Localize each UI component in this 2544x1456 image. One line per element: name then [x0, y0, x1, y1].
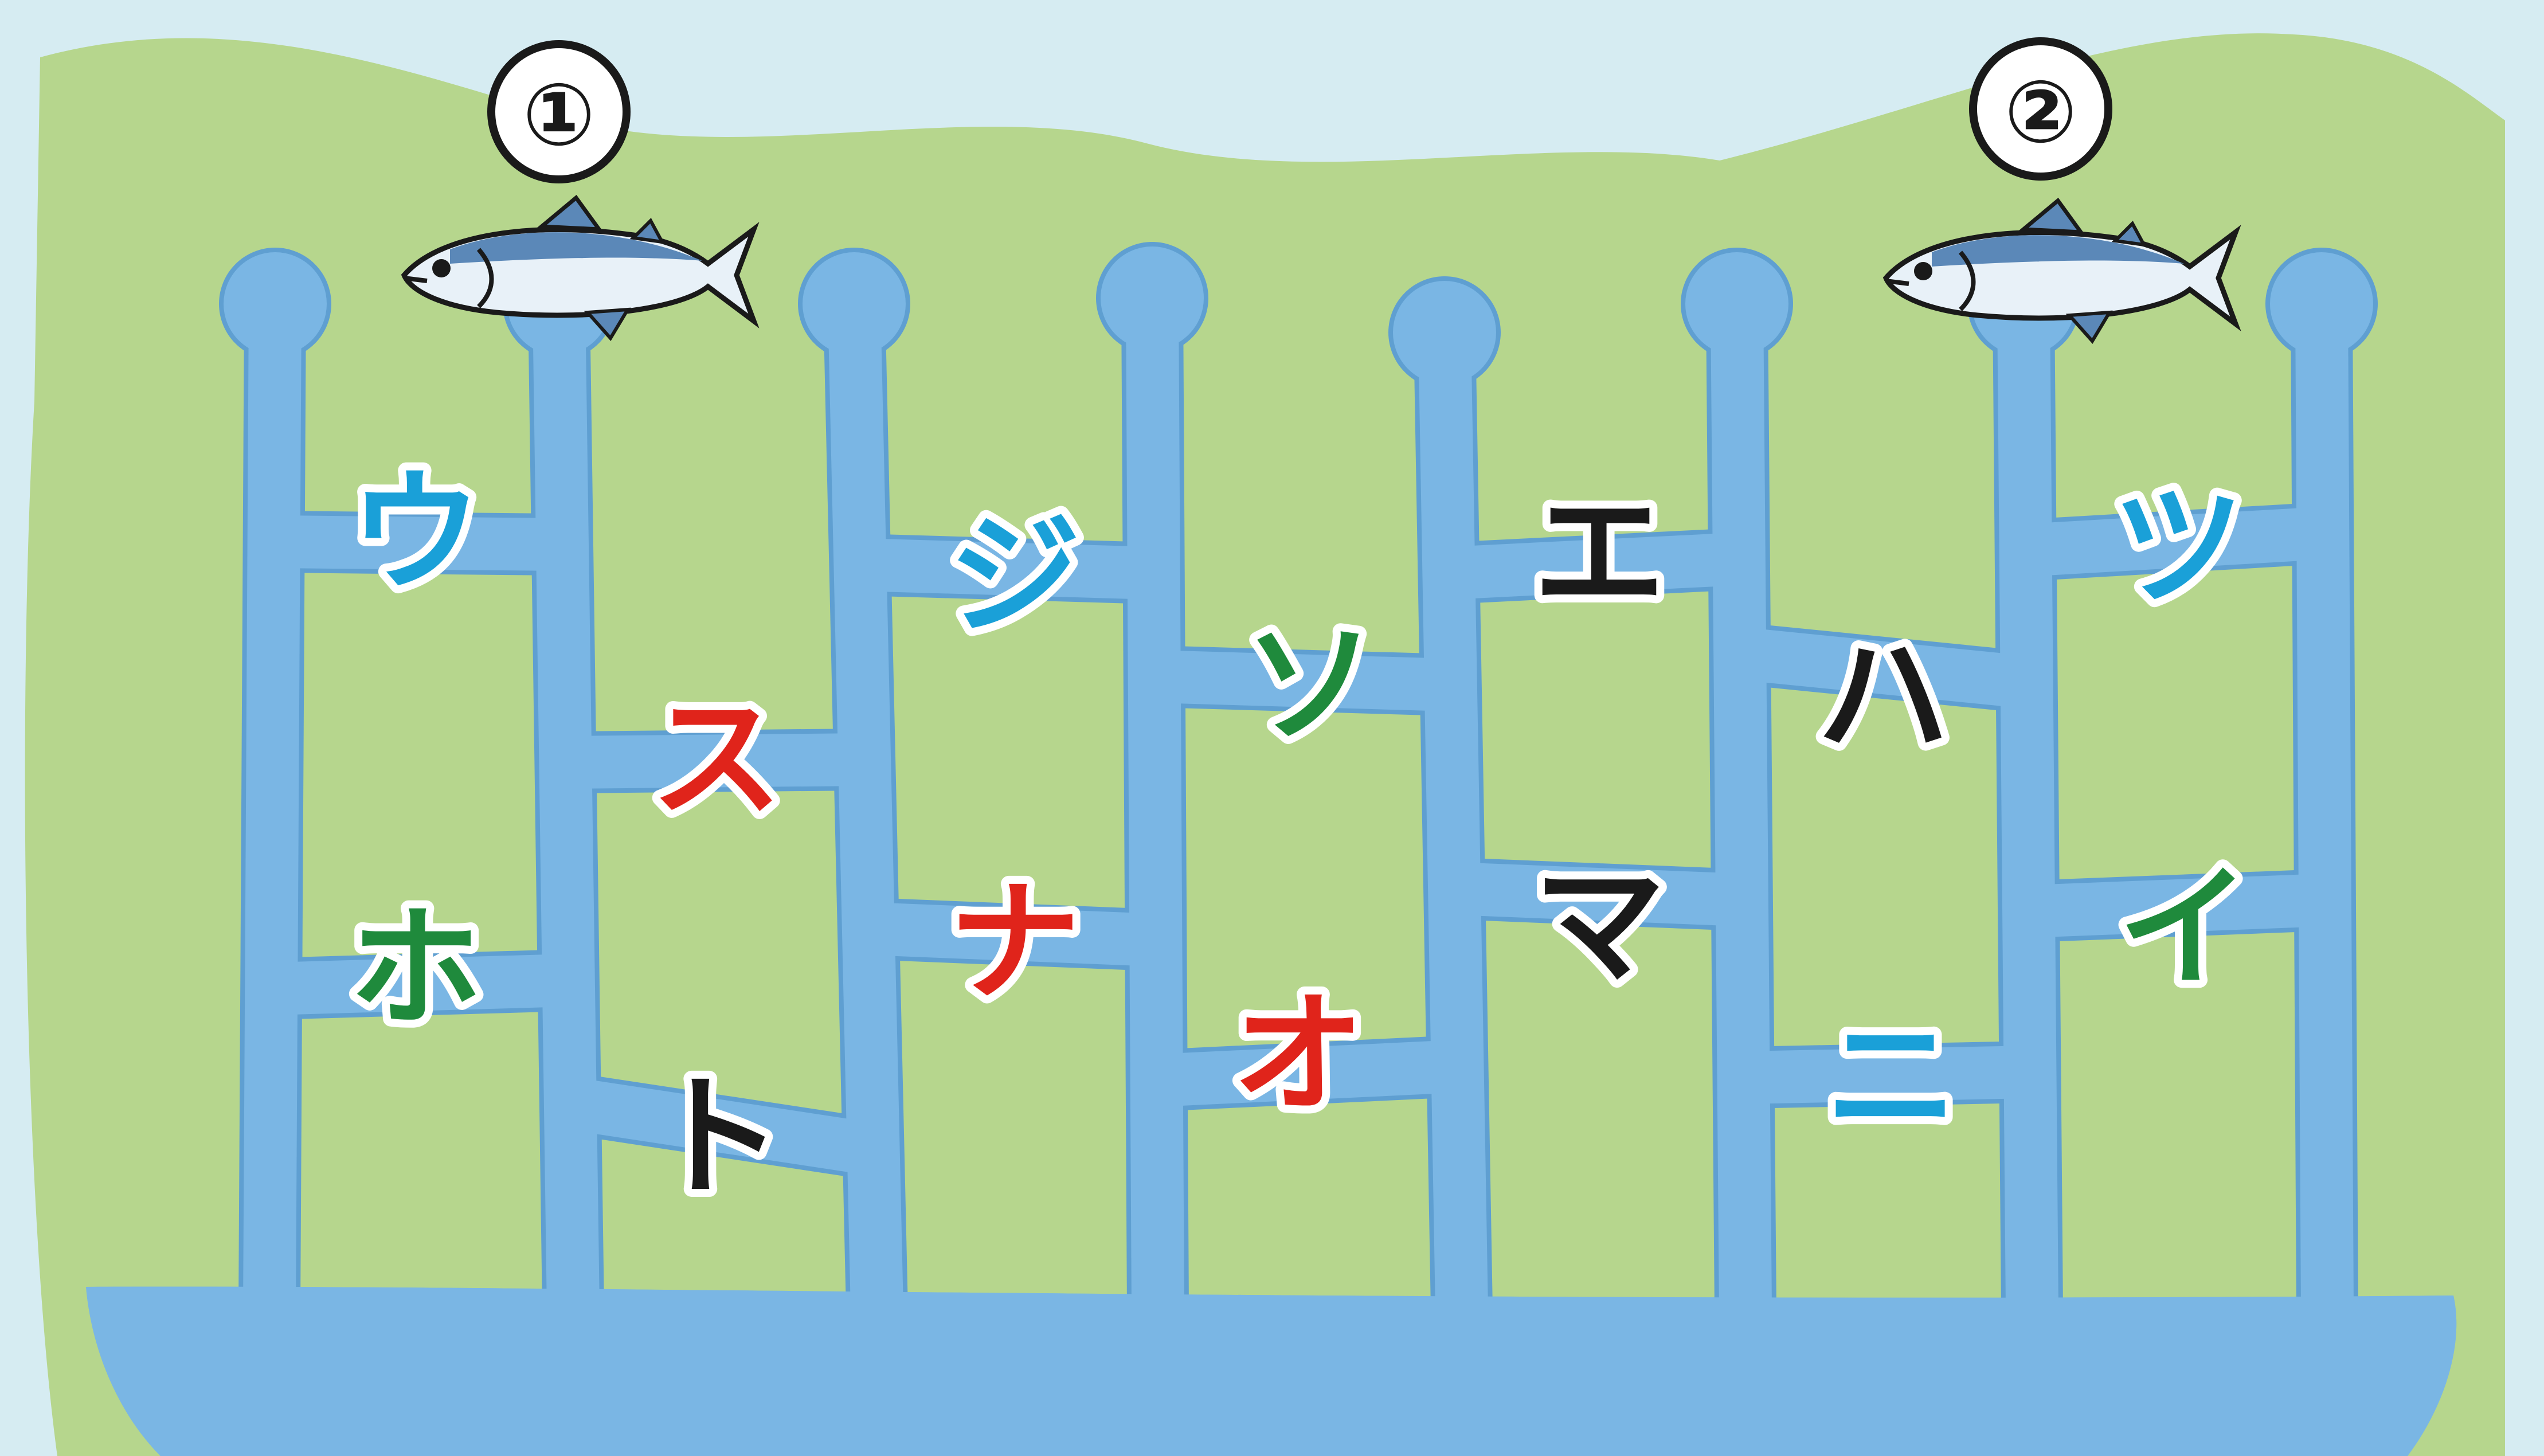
start-label-1: ①: [522, 65, 595, 165]
stream: [2024, 304, 2032, 1310]
river-overlay: [86, 1287, 2456, 1456]
stream: [2322, 304, 2327, 1310]
start-label-2: ②: [2004, 62, 2077, 162]
stream-source: [224, 252, 327, 355]
letter-11: ハ: [1817, 620, 1949, 773]
letter-5: ジ: [949, 500, 1081, 653]
stream: [854, 304, 877, 1310]
letter-7: ソ: [1244, 609, 1376, 762]
stream-source: [803, 252, 906, 355]
letter-2: ス: [651, 683, 782, 836]
letter-13: ツ: [2112, 471, 2244, 624]
stream: [559, 304, 573, 1310]
letter-8: オ: [1232, 979, 1364, 1132]
stream: [1152, 298, 1158, 1310]
letter-3: ホ: [350, 893, 482, 1046]
letter-4: ト: [651, 1062, 782, 1215]
letter-1: ウ: [350, 457, 482, 610]
letter-14: イ: [2118, 852, 2250, 1005]
stream-source: [2270, 252, 2373, 355]
stream: [1445, 332, 1462, 1310]
stream-source: [1101, 246, 1204, 350]
letter-9: エ: [1533, 477, 1665, 630]
stream-source: [1685, 252, 1788, 355]
stream-source: [1393, 281, 1496, 384]
stream: [1737, 304, 1745, 1310]
letter-10: マ: [1533, 850, 1665, 1003]
letter-12: ニ: [1826, 1001, 1958, 1154]
letter-6: ナ: [949, 867, 1081, 1020]
stream: [269, 304, 275, 1310]
